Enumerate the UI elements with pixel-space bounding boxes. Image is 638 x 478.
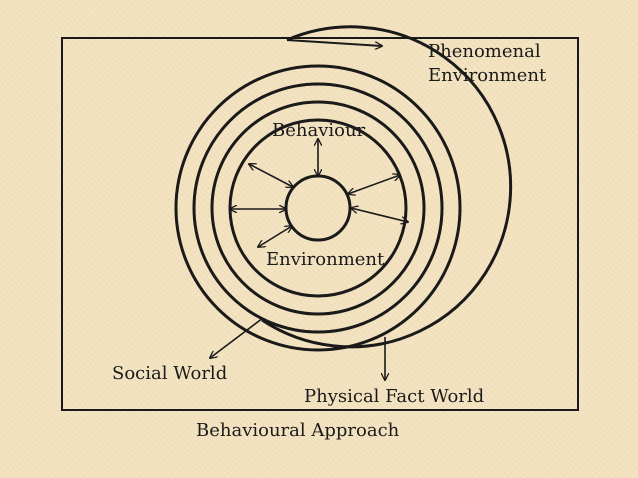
phenomenal-label-line1: Phenomenal bbox=[428, 41, 541, 62]
radial-arrow-lower-left bbox=[258, 226, 292, 247]
spiral-outer-path bbox=[261, 25, 513, 349]
phenomenal-environment-label: Phenomenal Environment bbox=[428, 40, 546, 88]
environment-label: Environment bbox=[266, 249, 385, 270]
radial-arrow-upper-right bbox=[348, 175, 400, 194]
inner-circle bbox=[284, 174, 352, 242]
behaviour-label: Behaviour bbox=[272, 120, 366, 141]
social-world-arrow bbox=[210, 317, 264, 358]
radial-arrow-right bbox=[351, 208, 408, 222]
ring-4 bbox=[174, 64, 462, 352]
phenomenal-label-line2: Environment bbox=[428, 65, 547, 86]
spiral-tip-arrow bbox=[286, 39, 382, 46]
outer-frame bbox=[61, 37, 579, 411]
social-world-label: Social World bbox=[112, 363, 228, 384]
ring-3 bbox=[192, 82, 444, 334]
radial-arrow-upper-left bbox=[249, 164, 293, 187]
diagram-caption: Behavioural Approach bbox=[196, 420, 400, 441]
physical-fact-world-label: Physical Fact World bbox=[304, 386, 485, 407]
ring-2 bbox=[210, 100, 426, 316]
